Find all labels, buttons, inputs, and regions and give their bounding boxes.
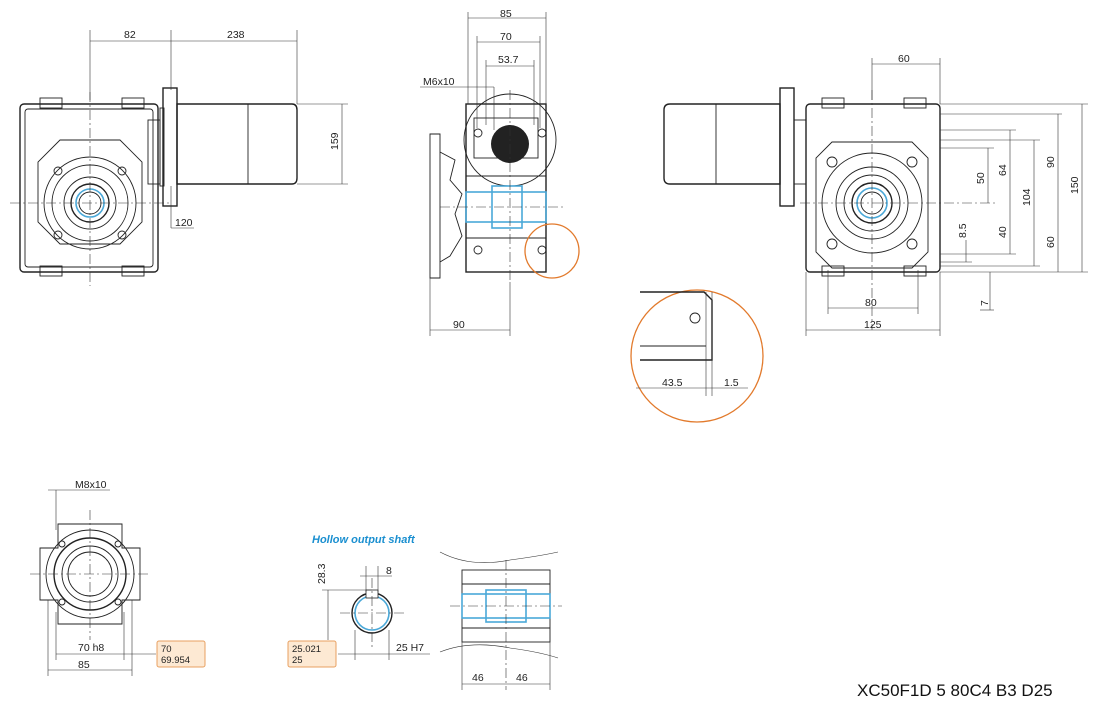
dim-46-left: 46 — [472, 672, 484, 684]
dim-8-5: 8.5 — [957, 223, 969, 238]
dim-82: 82 — [124, 29, 136, 41]
flange-detail-view: M8x10 70 h8 85 70 69.954 — [30, 479, 206, 676]
tol-flange-lower: 69.954 — [161, 655, 190, 666]
dim-60-top: 60 — [898, 53, 910, 65]
dim-90-right: 90 — [1045, 156, 1057, 168]
dim-1-5: 1.5 — [724, 377, 739, 389]
dim-64: 64 — [997, 164, 1009, 176]
dim-53-7: 53.7 — [498, 54, 519, 66]
dim-150: 150 — [1069, 176, 1081, 194]
hollow-shaft-section: Hollow output shaft 28.3 8 25 H7 25.021 … — [287, 534, 430, 668]
section-title: Hollow output shaft — [312, 534, 416, 546]
dim-28-3: 28.3 — [316, 563, 328, 584]
dim-80: 80 — [865, 297, 877, 309]
tol-flange-upper: 70 — [161, 644, 172, 655]
dim-70: 70 — [500, 31, 512, 43]
dim-46-right: 46 — [516, 672, 528, 684]
dim-25-h7: 25 H7 — [396, 642, 424, 654]
dim-238: 238 — [227, 29, 245, 41]
dim-125: 125 — [864, 319, 882, 331]
dim-43-5: 43.5 — [662, 377, 683, 389]
tol-bore-lower: 25 — [292, 655, 303, 666]
thread-m8x10: M8x10 — [75, 479, 107, 491]
product-code: XC50F1D 5 80C4 B3 D25 — [857, 681, 1053, 700]
side-view: 85 70 53.7 M6x10 90 — [420, 8, 580, 336]
dim-50: 50 — [975, 172, 987, 184]
dim-104: 104 — [1021, 188, 1033, 206]
thread-m6x10: M6x10 — [423, 76, 455, 88]
dim-85-top: 85 — [500, 8, 512, 20]
dim-85-bottom: 85 — [78, 659, 90, 671]
dim-7: 7 — [979, 300, 991, 306]
dim-60-right: 60 — [1045, 236, 1057, 248]
dim-120: 120 — [175, 217, 193, 229]
dim-159: 159 — [329, 132, 341, 150]
dim-70-h8: 70 h8 — [78, 642, 104, 654]
tol-bore-upper: 25.021 — [292, 644, 321, 655]
shaft-side-section: 46 46 — [439, 551, 562, 690]
dim-40: 40 — [997, 226, 1009, 238]
tolerance-box-flange — [156, 640, 206, 668]
front-view: 82 238 159 120 — [10, 29, 348, 286]
detail-view: 43.5 1.5 — [630, 289, 764, 423]
dim-8: 8 — [386, 565, 392, 577]
flange-view: 60 150 90 60 104 64 50 40 8.5 7 80 — [663, 53, 1088, 336]
dim-90: 90 — [453, 319, 465, 331]
tolerance-box-bore — [287, 640, 337, 668]
